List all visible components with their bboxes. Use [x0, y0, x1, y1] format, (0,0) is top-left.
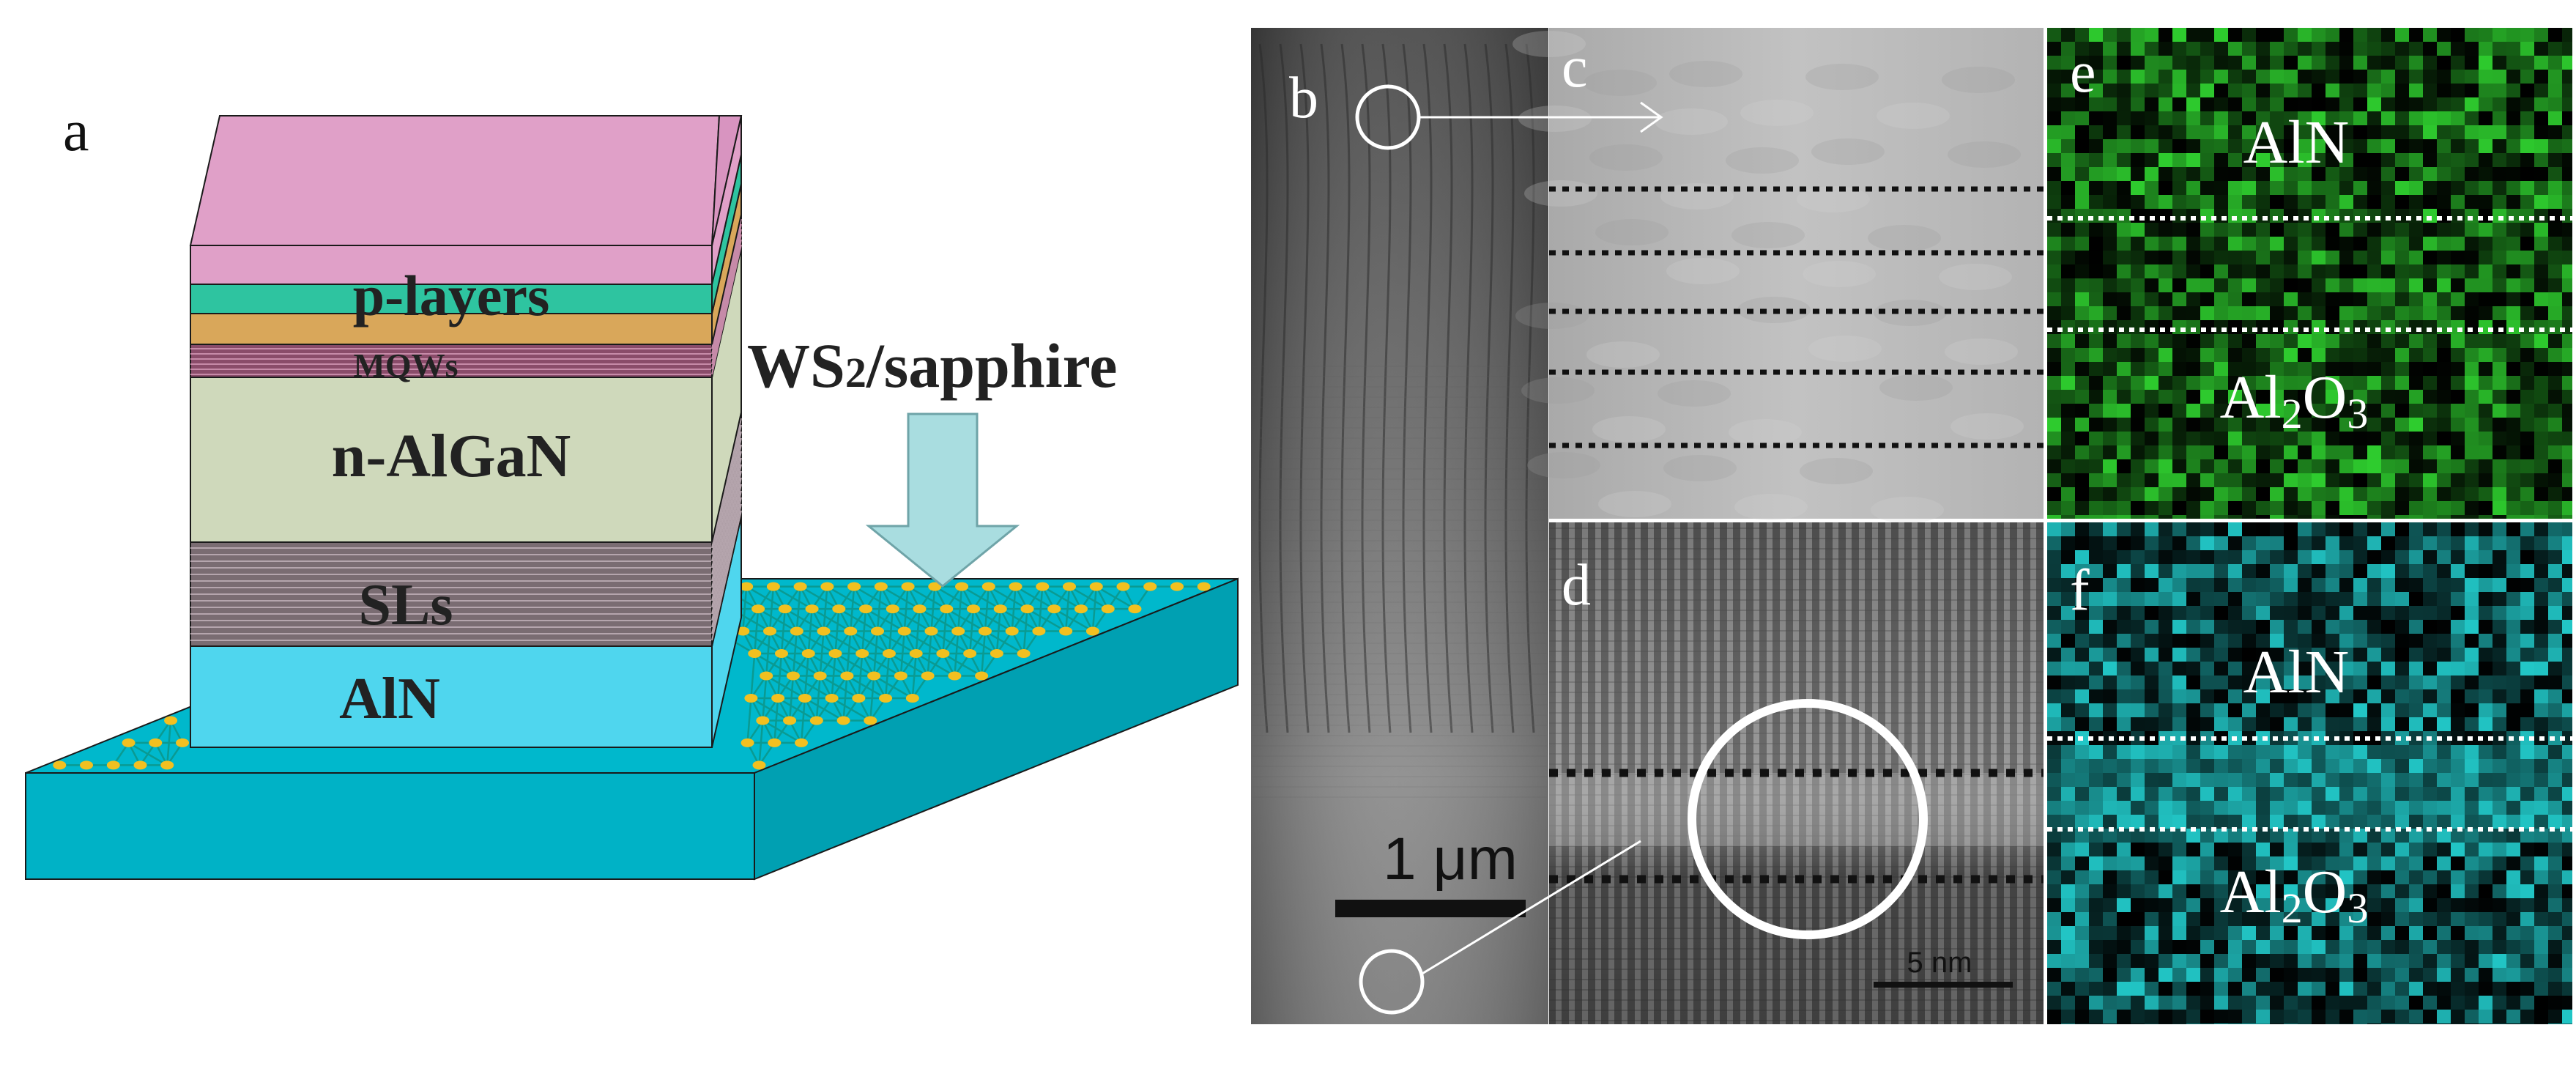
- panel-e-top-label: AlN: [2243, 108, 2350, 177]
- panel-b-bottom-circle: [1359, 949, 1425, 1015]
- panel-f: f AlN Al2O3: [2047, 522, 2572, 1024]
- panel-d-zoom-circle: [1688, 699, 1928, 939]
- panel-d-scale-label: 5 nm: [1907, 947, 1972, 979]
- layer-sl-front: [190, 541, 713, 647]
- layer-sl-side: [711, 412, 742, 647]
- ws2-lattice: [53, 582, 1211, 770]
- label-p-layers: p-layers: [353, 264, 550, 327]
- panel-e-bottom-label: Al2O3: [2220, 363, 2369, 437]
- panel-c-interface-lines: [1549, 186, 2044, 448]
- label-sls: SLs: [359, 573, 453, 637]
- layer-p-top: [189, 115, 721, 246]
- panel-a: a p-layers: [25, 99, 1239, 881]
- panel-f-letter: f: [2070, 558, 2090, 623]
- layer-orange-front: [190, 313, 713, 345]
- substrate-arrow: [865, 412, 1020, 588]
- layer-p-front: [190, 245, 713, 285]
- panel-b: b 1 μm: [1251, 28, 1548, 1024]
- panel-d-letter: d: [1562, 553, 1591, 618]
- layer-n-algan-front: [190, 377, 713, 543]
- link-arrow-head: [1640, 101, 1663, 133]
- panel-c-image: [1549, 28, 2044, 519]
- layer-top-side-cap: [711, 115, 743, 246]
- substrate-front: [25, 772, 755, 880]
- panel-b-letter: b: [1289, 66, 1318, 130]
- layer-mqw-side: [711, 214, 742, 378]
- label-mqws: MQWs: [353, 347, 458, 384]
- panel-e-eds-map: [2047, 28, 2572, 519]
- panel-b-scale-bar: [1335, 900, 1526, 917]
- panel-e: e AlN Al2O3: [2047, 28, 2572, 519]
- link-line-b-to-d: [1420, 840, 1641, 976]
- layer-mqw-front: [190, 344, 713, 378]
- panel-c-letter: c: [1562, 35, 1588, 100]
- substrate-side: [754, 577, 1239, 881]
- panel-b-scale-label: 1 μm: [1383, 826, 1518, 892]
- panel-d-scale-bar: [1874, 982, 2013, 988]
- layer-stack: [189, 115, 743, 748]
- panel-a-letter: a: [63, 99, 89, 163]
- panel-f-eds-map: [2047, 522, 2572, 1024]
- panel-d: d 5 nm: [1549, 522, 2044, 1024]
- panel-f-top-label: AlN: [2243, 638, 2350, 706]
- label-aln: AlN: [339, 667, 440, 731]
- panel-f-bottom-label: Al2O3: [2220, 858, 2369, 932]
- label-n-algan: n-AlGaN: [332, 422, 571, 490]
- panel-d-interface-lines: [1549, 769, 2044, 884]
- label-ws2-sapphire: WS2/sapphire: [747, 330, 1117, 401]
- panel-e-letter: e: [2070, 40, 2096, 105]
- layer-aln-front: [190, 645, 713, 748]
- panel-c: c: [1512, 28, 2044, 523]
